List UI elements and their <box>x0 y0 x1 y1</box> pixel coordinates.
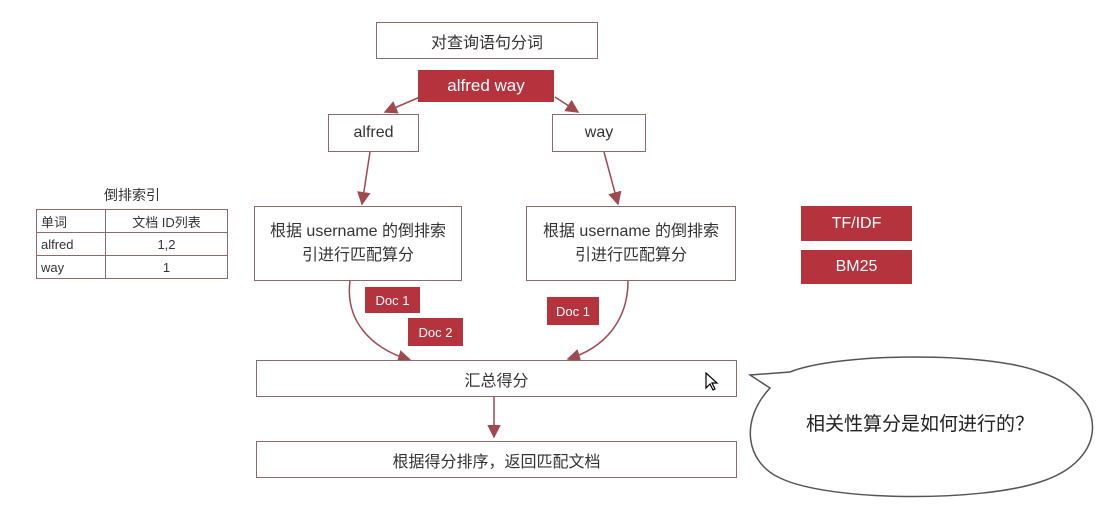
table-row: way 1 <box>36 255 228 279</box>
term-way-box: way <box>552 114 646 152</box>
arrow-alfred-to-match <box>357 151 371 206</box>
arrow-way-to-match <box>603 151 622 206</box>
algorithm-tfidf-tag: TF/IDF <box>801 206 912 241</box>
inverted-index-table: 单词 文档 ID列表 alfred 1,2 way 1 <box>36 209 228 279</box>
doc-right-1-tag: Doc 1 <box>547 297 599 325</box>
header-term: 单词 <box>36 209 106 233</box>
doc-left-1-tag: Doc 1 <box>365 287 420 313</box>
inverted-index-title: 倒排索引 <box>104 187 160 203</box>
doc-ids-cell: 1 <box>105 255 228 279</box>
sort-return-box: 根据得分排序，返回匹配文档 <box>256 441 737 478</box>
doc-ids-cell: 1,2 <box>105 232 228 256</box>
table-row: alfred 1,2 <box>36 232 228 256</box>
doc-left-2-tag: Doc 2 <box>408 318 463 346</box>
term-cell: way <box>36 255 106 279</box>
query-tag: alfred way <box>418 70 554 102</box>
arrow-tag-to-way <box>554 96 580 113</box>
tokenize-query-box: 对查询语句分词 <box>376 22 598 59</box>
aggregate-score-box: 汇总得分 <box>256 360 737 397</box>
match-right-box: 根据 username 的倒排索引进行匹配算分 <box>526 206 736 281</box>
arrow-match-left-to-aggregate <box>348 280 412 364</box>
header-doc-ids: 文档 ID列表 <box>105 209 228 233</box>
arrow-match-right-to-aggregate <box>566 280 629 363</box>
mouse-cursor-icon <box>705 372 719 391</box>
term-cell: alfred <box>36 232 106 256</box>
term-alfred-box: alfred <box>328 114 419 152</box>
table-header-row: 单词 文档 ID列表 <box>36 209 228 233</box>
match-left-box: 根据 username 的倒排索引进行匹配算分 <box>254 206 462 281</box>
callout-text: 相关性算分是如何进行的？ <box>805 413 1034 435</box>
callout-bubble <box>747 356 1094 498</box>
algorithm-bm25-tag: BM25 <box>801 250 912 284</box>
arrow-tag-to-alfred <box>383 96 421 114</box>
